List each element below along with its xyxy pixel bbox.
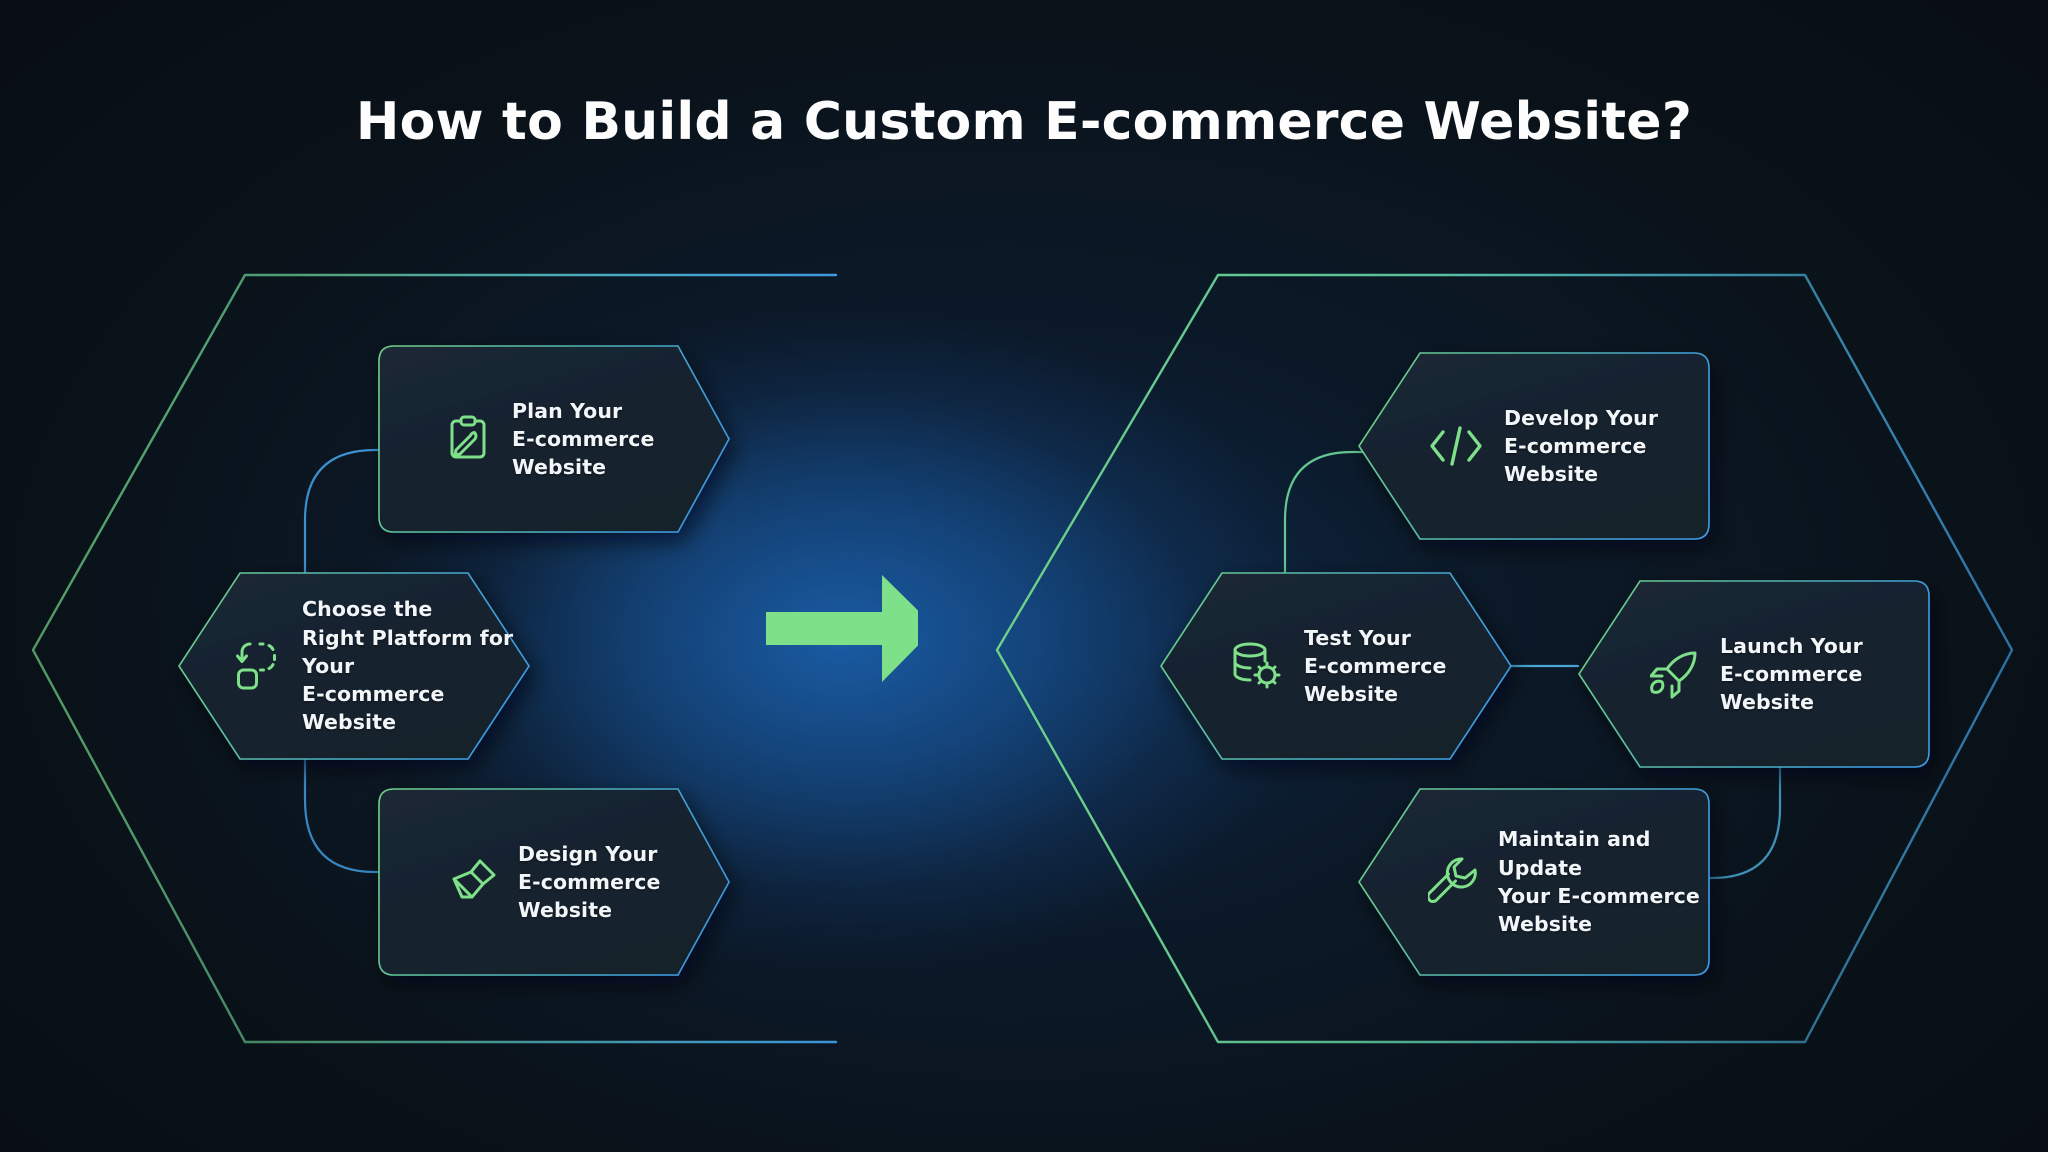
card-test-label: Test Your E-commerce Website — [1304, 625, 1447, 707]
flow-arrow-icon — [766, 575, 918, 682]
rocket-icon — [1650, 649, 1700, 699]
card-plan[interactable]: Plan Your E-commerce Website — [378, 345, 730, 533]
code-brackets-icon — [1428, 424, 1484, 468]
card-maintain-label: Maintain and Update Your E-commerce Webs… — [1498, 827, 1700, 937]
card-design[interactable]: Design Your E-commerce Website — [378, 788, 730, 976]
paintbrush-icon — [448, 858, 498, 906]
card-develop[interactable]: Develop Your E-commerce Website — [1358, 352, 1710, 540]
page-title: How to Build a Custom E-commerce Website… — [355, 92, 1693, 152]
card-design-label: Design Your E-commerce Website — [518, 841, 661, 923]
card-test[interactable]: Test Your E-commerce Website — [1160, 572, 1512, 760]
card-maintain[interactable]: Maintain and Update Your E-commerce Webs… — [1358, 788, 1710, 976]
card-choose-platform-label: Choose the Right Platform for Your E-com… — [302, 597, 514, 735]
select-platform-icon — [236, 641, 282, 691]
card-launch[interactable]: Launch Your E-commerce Website — [1578, 580, 1930, 768]
wrench-icon — [1428, 857, 1478, 907]
card-develop-label: Develop Your E-commerce Website — [1504, 405, 1659, 487]
clipboard-pen-icon — [448, 415, 492, 463]
card-choose-platform[interactable]: Choose the Right Platform for Your E-com… — [178, 572, 530, 760]
card-plan-label: Plan Your E-commerce Website — [512, 398, 655, 480]
database-gear-icon — [1232, 641, 1284, 691]
card-launch-label: Launch Your E-commerce Website — [1720, 633, 1863, 715]
